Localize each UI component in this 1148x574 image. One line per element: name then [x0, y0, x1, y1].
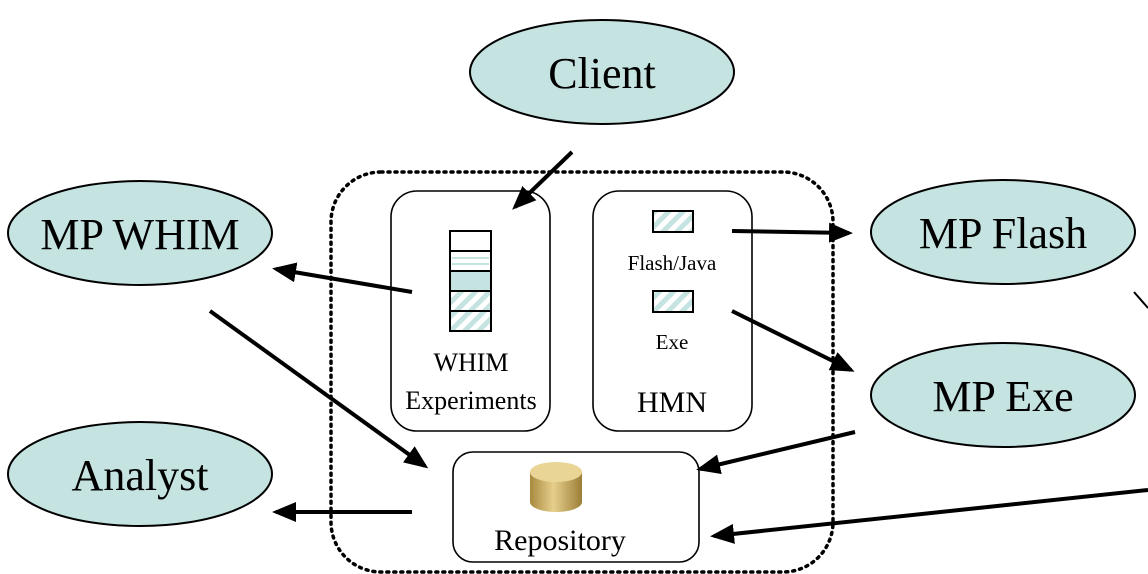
whim-experiments-box: WHIM Experiments — [390, 190, 551, 432]
mp-exe-label: MP Exe — [932, 372, 1073, 421]
exe-label: Exe — [656, 330, 689, 354]
arrow-mp-exe-to-repository — [696, 430, 856, 475]
whim-label: WHIM — [433, 348, 508, 377]
mp-flash-node: MP Flash — [870, 179, 1136, 285]
repository-box: Repository — [452, 451, 700, 563]
arrow-client-to-whim — [512, 150, 574, 210]
flash-java-icon — [652, 210, 694, 233]
arrow-mp-whim-to-repository — [208, 309, 429, 469]
exe-icon — [652, 290, 694, 313]
experiment-stack-icon — [449, 230, 492, 332]
arrow-offscreen-to-repository — [710, 488, 1148, 544]
offscreen-connector — [1133, 291, 1148, 309]
repository-label: Repository — [494, 524, 626, 557]
arrow-whim-to-mp-whim — [272, 262, 413, 294]
database-icon — [530, 462, 582, 512]
client-node: Client — [469, 19, 735, 125]
hmn-box: Flash/Java Exe HMN — [592, 190, 753, 432]
analyst-label: Analyst — [72, 451, 209, 500]
arrow-flash-to-mp-flash — [731, 222, 853, 243]
flash-java-label: Flash/Java — [628, 251, 717, 275]
mp-flash-label: MP Flash — [919, 209, 1087, 258]
system-boundary — [329, 170, 835, 574]
mp-exe-node: MP Exe — [870, 342, 1136, 448]
analyst-node: Analyst — [7, 421, 273, 527]
hmn-label: HMN — [637, 386, 707, 419]
mp-whim-node: MP WHIM — [7, 180, 273, 286]
mp-whim-label: MP WHIM — [40, 210, 239, 259]
arrow-exe-to-mp-exe — [731, 309, 855, 372]
client-label: Client — [548, 49, 656, 98]
experiments-label: Experiments — [405, 386, 536, 415]
